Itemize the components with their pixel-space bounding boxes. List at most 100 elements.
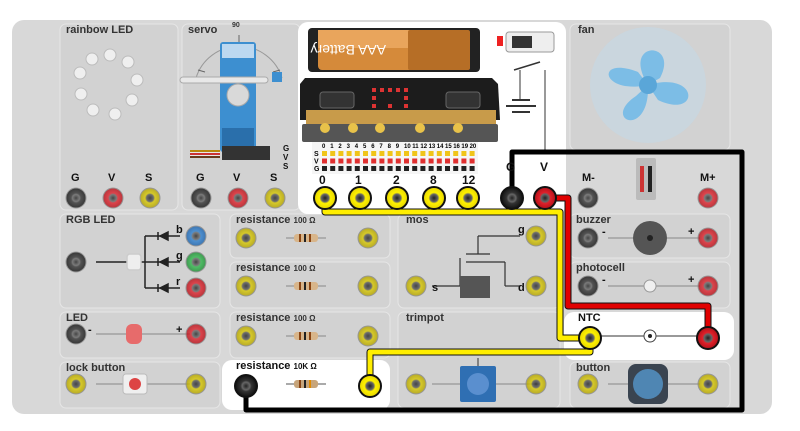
mos-transistor bbox=[432, 235, 520, 298]
servo-post-g[interactable] bbox=[190, 187, 212, 209]
buzzer-illustration bbox=[608, 221, 700, 255]
module-label-led: LED bbox=[66, 312, 88, 324]
header-pin bbox=[379, 166, 385, 171]
header-pin bbox=[436, 166, 442, 171]
buzzer-post-plus[interactable] bbox=[697, 227, 719, 249]
servo-post-v[interactable] bbox=[227, 187, 249, 209]
module-label-servo: servo bbox=[188, 24, 218, 36]
buzzer-post-minus[interactable] bbox=[577, 227, 599, 249]
header-pin bbox=[338, 166, 344, 171]
header-pin-number: 16 bbox=[453, 144, 460, 150]
header-pin bbox=[395, 151, 401, 156]
header-pin bbox=[412, 158, 418, 164]
trimpot-illustration bbox=[432, 358, 540, 402]
buzzer-pin-plus: + bbox=[688, 226, 695, 238]
module-label-button: button bbox=[576, 362, 611, 374]
res2-post-right[interactable] bbox=[357, 275, 379, 297]
button-post-left[interactable] bbox=[577, 373, 599, 395]
rainbow-post-s[interactable] bbox=[139, 187, 161, 209]
microbit-pin-12-label: 12 bbox=[462, 173, 476, 187]
rainbow-led-ring bbox=[73, 48, 144, 121]
rgb-post-g[interactable] bbox=[185, 251, 207, 273]
header-pin bbox=[387, 166, 393, 171]
header-pin bbox=[363, 166, 368, 171]
header-pin-number: 14 bbox=[437, 144, 444, 150]
ntc-post-right[interactable] bbox=[696, 326, 720, 350]
header-pin-number: 6 bbox=[371, 144, 375, 150]
header-pin bbox=[445, 158, 450, 164]
microbit-post-12[interactable] bbox=[456, 186, 480, 210]
rgb-post-r[interactable] bbox=[185, 277, 207, 299]
header-pin bbox=[469, 158, 475, 164]
header-pin bbox=[387, 151, 393, 156]
header-pin bbox=[453, 151, 459, 156]
photocell-post-plus[interactable] bbox=[697, 275, 719, 297]
header-pin bbox=[363, 151, 368, 156]
mos-post-d[interactable] bbox=[525, 275, 547, 297]
rainbow-pin-v: V bbox=[108, 172, 116, 184]
header-pin bbox=[420, 151, 426, 156]
res10k-post-right[interactable] bbox=[358, 374, 382, 398]
mos-post-g[interactable] bbox=[525, 225, 547, 247]
module-label-rgb-led: RGB LED bbox=[66, 214, 116, 226]
button-post-right[interactable] bbox=[697, 373, 719, 395]
module-label-resistance-1: resistance 100 Ω bbox=[236, 214, 316, 226]
header-pin bbox=[371, 151, 377, 156]
header-pin bbox=[395, 166, 401, 171]
header-pin bbox=[322, 166, 327, 171]
lock-post-left[interactable] bbox=[65, 373, 87, 395]
fan-post-m-plus[interactable] bbox=[697, 187, 719, 209]
microbit-post-8[interactable] bbox=[422, 186, 446, 210]
servo-post-s[interactable] bbox=[264, 187, 286, 209]
res1-post-left[interactable] bbox=[235, 227, 257, 249]
module-label-resistance-2: resistance 100 Ω bbox=[236, 262, 316, 274]
header-pin-number: 1 bbox=[330, 144, 334, 150]
rainbow-post-g[interactable] bbox=[65, 187, 87, 209]
microbit-post-gnd[interactable] bbox=[500, 186, 524, 210]
header-pin bbox=[469, 166, 475, 171]
header-pin-number: 2 bbox=[338, 144, 342, 150]
rgb-post-common[interactable] bbox=[65, 251, 87, 273]
fan-post-m-minus[interactable] bbox=[577, 187, 599, 209]
module-label-trimpot: trimpot bbox=[406, 312, 444, 324]
lock-button-illustration bbox=[96, 373, 190, 395]
header-row-label: S bbox=[314, 151, 319, 158]
mos-post-s[interactable] bbox=[405, 275, 427, 297]
photocell-pin-plus: + bbox=[688, 274, 695, 286]
microbit-pin-8-label: 8 bbox=[430, 173, 437, 187]
res3-post-right[interactable] bbox=[357, 325, 379, 347]
microbit-post-0[interactable] bbox=[313, 186, 337, 210]
module-label-lock-button: lock button bbox=[66, 362, 126, 374]
lock-post-right[interactable] bbox=[185, 373, 207, 395]
rgb-pin-b: b bbox=[176, 224, 183, 236]
ntc-post-left[interactable] bbox=[578, 326, 602, 350]
photocell-post-minus[interactable] bbox=[577, 275, 599, 297]
res3-post-left[interactable] bbox=[235, 325, 257, 347]
photocell-illustration bbox=[608, 279, 700, 293]
res2-post-left[interactable] bbox=[235, 275, 257, 297]
microbit-post-vcc[interactable] bbox=[533, 186, 557, 210]
led-post-minus[interactable] bbox=[65, 323, 87, 345]
trimpot-post-left[interactable] bbox=[405, 373, 427, 395]
microbit-post-1[interactable] bbox=[348, 186, 372, 210]
header-pin bbox=[420, 166, 426, 171]
header-pin bbox=[436, 151, 442, 156]
mos-pin-s: s bbox=[432, 282, 439, 294]
header-pin bbox=[354, 151, 360, 156]
res10k-post-left[interactable] bbox=[234, 374, 258, 398]
header-row-label: V bbox=[314, 159, 319, 166]
trimpot-post-right[interactable] bbox=[525, 373, 547, 395]
mos-pin-d: d bbox=[518, 282, 525, 294]
led-post-plus[interactable] bbox=[185, 323, 207, 345]
microbit-board: AAA Battery bbox=[300, 28, 500, 142]
header-pin bbox=[379, 151, 385, 156]
header-pin-number: 11 bbox=[412, 144, 419, 150]
module-label-ntc: NTC bbox=[578, 312, 601, 324]
rainbow-post-v[interactable] bbox=[102, 187, 124, 209]
res1-post-right[interactable] bbox=[357, 227, 379, 249]
header-pin bbox=[469, 151, 475, 156]
header-pin bbox=[404, 166, 409, 171]
microbit-post-2[interactable] bbox=[385, 186, 409, 210]
rgb-post-b[interactable] bbox=[185, 225, 207, 247]
